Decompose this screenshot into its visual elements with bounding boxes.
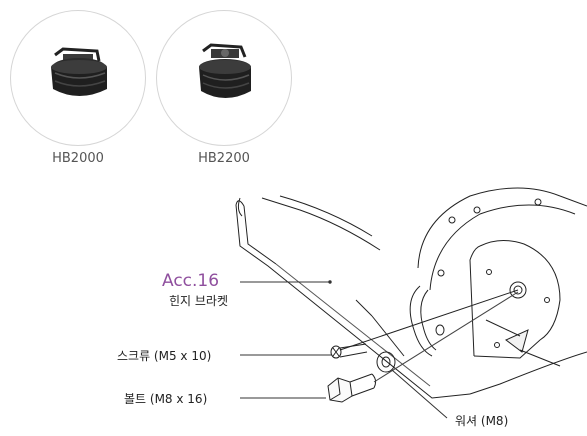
screw-label: 스크류 (M5 x 10) — [117, 349, 212, 363]
motor-head-body — [417, 187, 561, 269]
hb2000-product-image — [51, 47, 107, 96]
product-thumb-hb2200 — [156, 10, 292, 146]
washer — [376, 351, 396, 373]
accessory-name-label: 힌지 브라켓 — [169, 294, 229, 308]
accessory-code-label: Acc.16 — [162, 271, 220, 291]
hb2200-product-image — [199, 43, 251, 98]
product-label-hb2200: HB2200 — [198, 151, 250, 166]
mounting-flange — [473, 240, 561, 359]
cone-pin — [505, 329, 529, 353]
product-label-hb2000: HB2000 — [52, 151, 104, 166]
product-thumb-hb2000 — [10, 10, 146, 146]
washer-label: 워셔 (M8) — [455, 414, 509, 428]
bolt-label: 볼트 (M8 x 16) — [124, 392, 208, 406]
screw — [330, 343, 368, 359]
hinge-bracket-plate — [235, 204, 471, 399]
bolt — [327, 373, 377, 403]
